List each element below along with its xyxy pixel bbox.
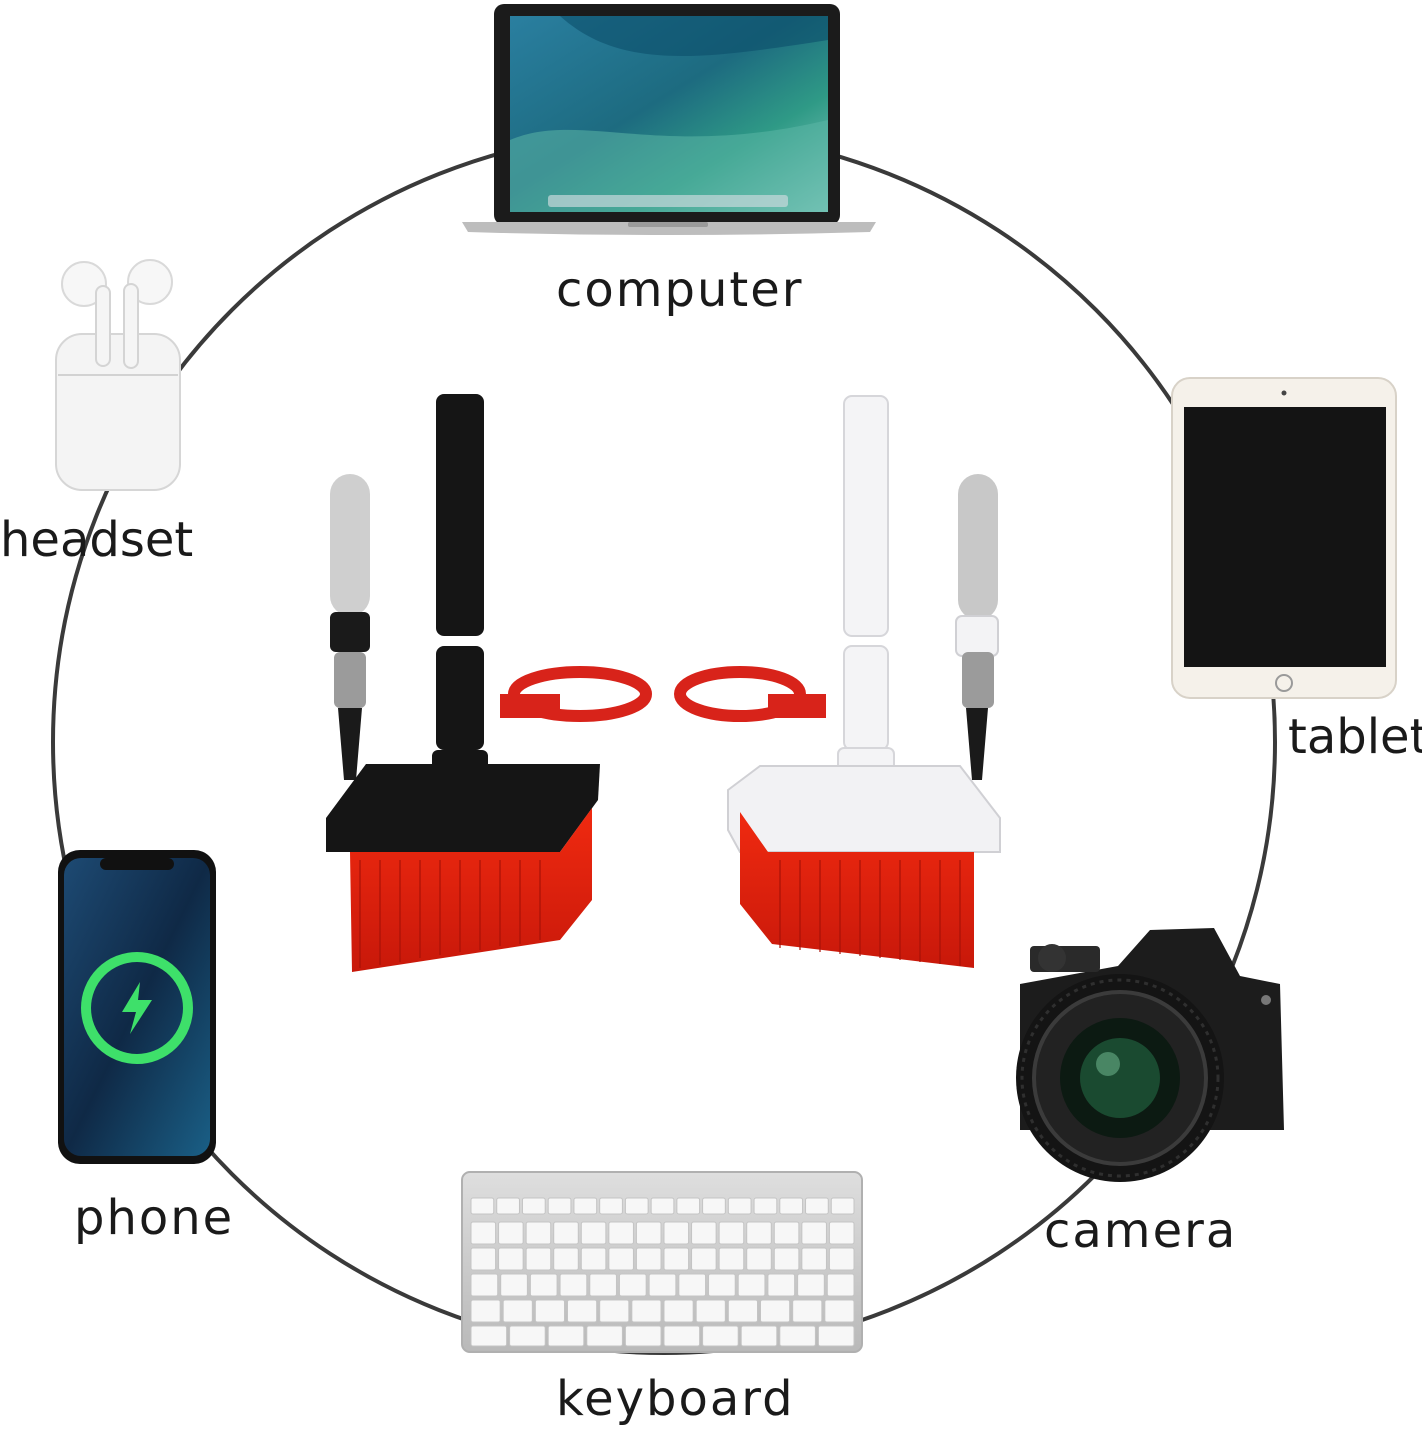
keyboard-key — [559, 1273, 588, 1297]
keyboard-key — [498, 1247, 524, 1271]
tablet-icon — [1171, 377, 1397, 699]
keyboard-key — [496, 1197, 520, 1215]
keycap-puller-left — [500, 666, 652, 722]
keyboard-key — [553, 1221, 579, 1245]
keyboard-key — [817, 1325, 855, 1347]
keyboard-key — [740, 1325, 778, 1347]
keyboard-key — [828, 1221, 855, 1245]
keyboard-key — [589, 1273, 617, 1297]
label-tablet: tablet — [1288, 709, 1422, 765]
keyboard-key — [691, 1247, 717, 1271]
keyboard-key — [498, 1221, 524, 1245]
keyboard-key — [624, 1197, 649, 1215]
keyboard-key — [547, 1325, 585, 1347]
keyboard-key — [678, 1273, 707, 1297]
keyboard-key — [801, 1221, 827, 1245]
keyboard-key — [828, 1247, 855, 1271]
keyboard-key — [746, 1247, 772, 1271]
smartphone-icon — [58, 850, 216, 1164]
keyboard-key — [470, 1221, 497, 1245]
keyboard-key — [695, 1299, 726, 1323]
keyboard-key — [608, 1247, 634, 1271]
keyboard-key — [500, 1273, 528, 1297]
keyboard-key — [727, 1197, 752, 1215]
keyboard-key — [767, 1273, 796, 1297]
keyboard-key — [746, 1221, 772, 1245]
keyboard-key — [702, 1325, 739, 1347]
keyboard-key — [470, 1273, 499, 1297]
brush-white — [727, 395, 1001, 968]
keyboard-key — [691, 1221, 717, 1245]
keyboard-key — [635, 1221, 662, 1245]
keyboard-key — [580, 1247, 607, 1271]
keyboard-key — [529, 1273, 558, 1297]
keyboard-key — [663, 1247, 690, 1271]
keyboard-key — [797, 1273, 825, 1297]
camera-icon — [1016, 928, 1284, 1182]
keyboard-key — [663, 1325, 701, 1347]
keyboard-key — [534, 1299, 565, 1323]
label-headset: headset — [0, 512, 194, 568]
keyboard-key — [737, 1273, 766, 1297]
keyboard-key — [727, 1299, 758, 1323]
keyboard-key — [676, 1197, 701, 1215]
keyboard-key — [718, 1247, 745, 1271]
keyboard-key — [631, 1299, 662, 1323]
keycap-puller-right — [674, 666, 826, 722]
keyboard-key — [801, 1247, 827, 1271]
keyboard-key — [779, 1197, 804, 1215]
keyboard-key — [608, 1221, 634, 1245]
keyboard-key — [547, 1197, 572, 1215]
keyboard-key — [753, 1197, 778, 1215]
keyboard-key — [792, 1299, 823, 1323]
keyboard-key — [650, 1197, 675, 1215]
keyboard-icon — [461, 1171, 863, 1353]
keyboard-key — [624, 1325, 662, 1347]
keyboard-key — [773, 1221, 800, 1245]
keyboard-key — [521, 1197, 546, 1215]
keyboard-key — [573, 1197, 598, 1215]
keyboard-key — [525, 1221, 552, 1245]
keyboard-key — [599, 1299, 630, 1323]
label-computer: computer — [556, 262, 804, 318]
keyboard-key — [502, 1299, 533, 1323]
keyboard-key — [470, 1197, 495, 1215]
keyboard-key — [718, 1221, 745, 1245]
keyboard-key — [470, 1247, 497, 1271]
keyboard-key — [553, 1247, 579, 1271]
keyboard-key — [599, 1197, 623, 1215]
keyboard-key — [648, 1273, 677, 1297]
keyboard-key — [635, 1247, 662, 1271]
keyboard-key — [586, 1325, 623, 1347]
keyboard-key — [580, 1221, 607, 1245]
keyboard-key — [760, 1299, 791, 1323]
keyboard-key — [618, 1273, 647, 1297]
laptop-icon — [462, 4, 876, 235]
keyboard-key — [805, 1197, 829, 1215]
keyboard-key — [779, 1325, 816, 1347]
keyboard-key — [567, 1299, 598, 1323]
brush-black — [326, 394, 600, 972]
keyboard-key — [663, 1221, 690, 1245]
keyboard-key — [708, 1273, 736, 1297]
label-keyboard: keyboard — [556, 1371, 795, 1427]
keyboard-key — [509, 1325, 546, 1347]
keyboard-key — [830, 1197, 855, 1215]
earbuds-icon — [55, 259, 181, 491]
keyboard-key — [470, 1299, 501, 1323]
keyboard-key — [824, 1299, 855, 1323]
keyboard-key — [826, 1273, 855, 1297]
keyboard-key — [470, 1325, 508, 1347]
keyboard-key — [525, 1247, 552, 1271]
label-camera: camera — [1044, 1203, 1238, 1259]
keyboard-key — [663, 1299, 694, 1323]
keyboard-key — [773, 1247, 800, 1271]
keyboard-key — [702, 1197, 726, 1215]
label-phone: phone — [74, 1190, 235, 1246]
